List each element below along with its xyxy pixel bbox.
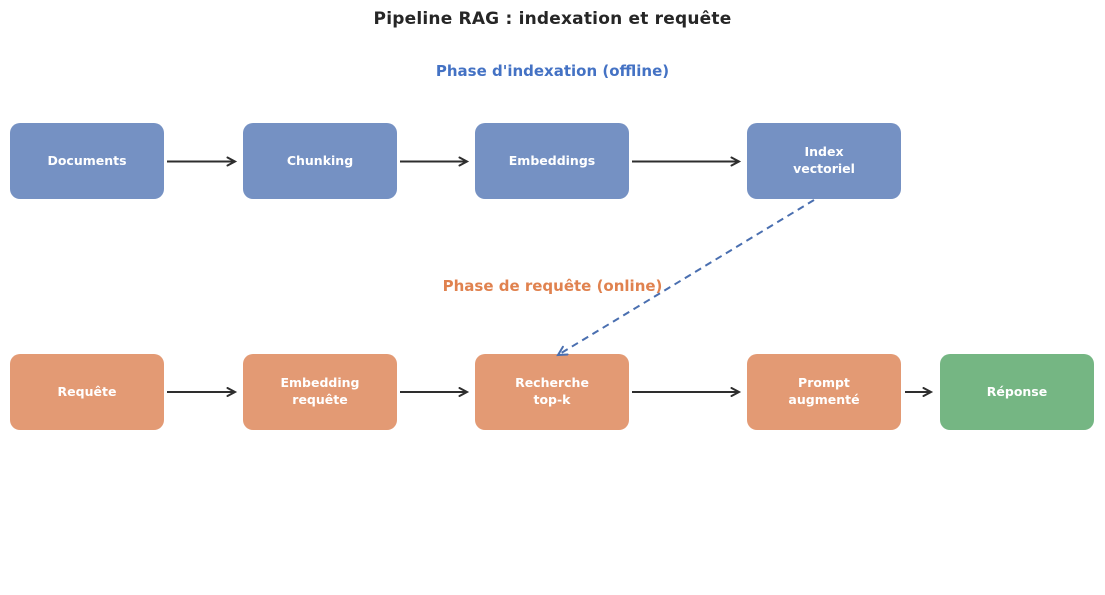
node-recherche-topk: Recherche top-k [475, 354, 629, 430]
diagram-title: Pipeline RAG : indexation et requête [373, 9, 732, 29]
node-reponse: Réponse [940, 354, 1094, 430]
node-index-vectoriel: Index vectoriel [747, 123, 901, 199]
phase-offline-heading: Phase d'indexation (offline) [435, 62, 670, 80]
node-documents: Documents [10, 123, 164, 199]
node-embedding-requete: Embedding requête [243, 354, 397, 430]
node-chunking: Chunking [243, 123, 397, 199]
node-embeddings: Embeddings [475, 123, 629, 199]
node-requete: Requête [10, 354, 164, 430]
phase-online-heading: Phase de requête (online) [442, 277, 663, 295]
node-prompt-augmente: Prompt augmenté [747, 354, 901, 430]
